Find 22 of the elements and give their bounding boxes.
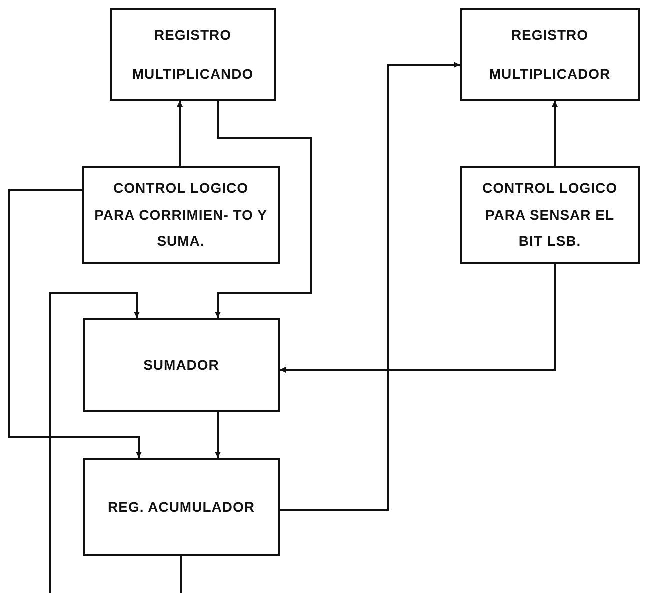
process-box xyxy=(82,166,280,264)
box-label: REG. ACUMULADOR xyxy=(107,498,256,517)
process-box xyxy=(460,166,640,264)
box-label: MULTIPLICANDO xyxy=(131,64,255,84)
process-box xyxy=(83,458,280,556)
process-box xyxy=(83,318,280,412)
process-box xyxy=(110,8,276,101)
arrow xyxy=(177,101,183,166)
box-label: REGISTRO xyxy=(153,26,233,45)
arrow xyxy=(280,264,556,373)
box-label: MULTIPLICADOR xyxy=(488,64,612,84)
box-label: REGISTRO xyxy=(510,26,590,45)
arrow xyxy=(552,101,558,166)
arrow xyxy=(215,412,221,458)
process-box xyxy=(460,8,640,101)
arrow xyxy=(49,292,140,593)
box-label: SUMADOR xyxy=(142,356,220,375)
box-label: CONTROL LOGICO PARA CORRIMIEN- TO Y SUMA. xyxy=(94,179,268,252)
arrow xyxy=(215,101,312,318)
arrow xyxy=(8,189,142,458)
arrow xyxy=(280,62,460,511)
box-label: CONTROL LOGICO PARA SENSAR EL BIT LSB. xyxy=(481,179,619,252)
